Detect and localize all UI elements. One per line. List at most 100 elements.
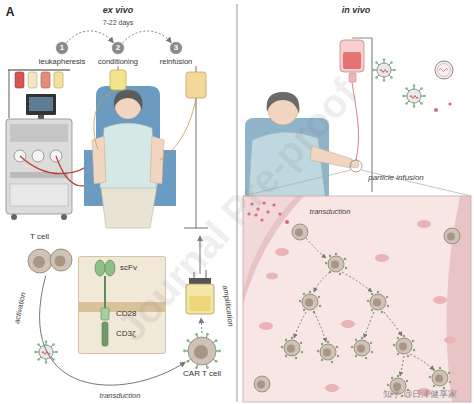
- apheresis-machine-part: [8, 70, 9, 118]
- car-receptor-head: [183, 350, 186, 353]
- infusion-bag-part: [371, 38, 372, 192]
- tissue-inset-part: [393, 335, 415, 357]
- apheresis-machine-part: [26, 94, 56, 115]
- tissue-inset-part: [294, 238, 434, 376]
- reinfusion-stand: [160, 66, 208, 228]
- conditioning-bag-part: [94, 90, 118, 150]
- apheresis-machine-part: [6, 119, 72, 214]
- apheresis-machine: [6, 70, 72, 220]
- car-receptor-head: [215, 339, 218, 342]
- cd3z-domain: [102, 322, 108, 346]
- step-circle-text: 2: [111, 41, 125, 55]
- step-circle: 3reinfusion: [169, 41, 183, 55]
- conditioning-bag: [94, 66, 126, 150]
- step-disc: [170, 42, 183, 55]
- edge-label: transduction: [100, 392, 141, 400]
- tissue-inset-part: [447, 196, 471, 402]
- tissue-inset-part: [254, 376, 270, 392]
- nanoparticles: [372, 58, 453, 112]
- patient-ex-vivo-part: [114, 90, 143, 110]
- step-label: transduction: [310, 208, 351, 216]
- apheresis-machine-part: [29, 97, 53, 111]
- tissue-inset-part: [299, 291, 321, 313]
- step-label: activation: [13, 292, 27, 325]
- tissue-inset-part: [259, 322, 273, 330]
- flow-arrow: [123, 31, 172, 43]
- t-cell-outline: [26, 244, 74, 276]
- apheresis-machine-part: [61, 214, 67, 220]
- car-construct-inset-text: scFv: [120, 264, 137, 272]
- tissue-inset-part: [317, 341, 339, 363]
- step-circle-text: reinfusion: [160, 58, 193, 66]
- car-t-cell-outline: [180, 334, 224, 368]
- tissue-inset-part: [433, 296, 447, 304]
- tissue-inset-part: [278, 212, 281, 215]
- apheresis-machine-part: [10, 124, 68, 142]
- conditioning-bag-part: [118, 66, 119, 70]
- tissue-inset-part-part: [400, 356, 404, 376]
- tissue-inset-part: [292, 224, 308, 240]
- step-circle-text: leukapheresis: [39, 58, 85, 66]
- cell-body: [28, 249, 52, 273]
- apheresis-machine-part: [10, 172, 68, 178]
- nanoparticles-part: [402, 84, 426, 108]
- watermark: 知乎 @日泽健享家: [383, 390, 458, 399]
- step-circle: 1leukapheresis: [55, 41, 69, 55]
- panel-letter: A: [6, 6, 15, 18]
- patient-in-vivo-part: [267, 92, 300, 114]
- patient-ex-vivo-part: [84, 86, 176, 206]
- step-circle: 2conditioning: [111, 41, 125, 55]
- car-receptor-head: [206, 366, 209, 369]
- step-circle-text: 3: [169, 41, 183, 55]
- nanoparticles-part: [434, 108, 438, 112]
- car-t-cell: CAR T cell: [180, 334, 224, 368]
- car-receptor-head: [218, 350, 221, 353]
- infusion-bag-part: [340, 40, 364, 72]
- infusion-bag-part: [352, 38, 372, 39]
- tissue-inset-part: [272, 203, 275, 206]
- tissue-inset-part-part: [314, 312, 326, 342]
- tissue-inset-part: [281, 337, 303, 359]
- tissue-inset-part: [375, 254, 389, 262]
- tissue-inset-part-part: [410, 354, 434, 370]
- tissue-inset-part: [285, 220, 289, 224]
- apheresis-machine-part: [32, 150, 44, 162]
- tissue-inset-part-part: [342, 272, 372, 292]
- viral-vector: [34, 340, 58, 364]
- cd28-domain: [101, 308, 109, 320]
- apheresis-machine-part: [28, 72, 37, 88]
- reinfusion-stand-part: [160, 98, 196, 160]
- tissue-inset-part: [444, 337, 456, 344]
- car-receptor-head: [206, 333, 209, 336]
- step-disc: [56, 42, 69, 55]
- patient-ex-vivo-part: [92, 136, 106, 184]
- tissue-inset-part-part: [364, 312, 374, 338]
- cell-nucleus: [33, 256, 45, 268]
- cell-body: [188, 337, 216, 365]
- tissue-inset-part: [417, 220, 431, 228]
- duration-label: 7-22 days: [103, 19, 134, 26]
- scfv-domain: [105, 260, 115, 276]
- tissue-inset-part-part: [306, 238, 326, 258]
- t-cell: T cell: [26, 244, 74, 276]
- tissue-inset-part: [266, 273, 278, 280]
- tissue-inset-part: [367, 291, 389, 313]
- apheresis-machine-part: [8, 69, 70, 71]
- car-receptor-head: [195, 366, 198, 369]
- viral-vector-part: [34, 340, 58, 364]
- tissue-inset-part: [444, 228, 460, 244]
- tissue-inset-part: [266, 210, 269, 213]
- nanoparticles-part: [448, 102, 451, 105]
- nanoparticles-part: [435, 61, 453, 79]
- apheresis-machine-part: [15, 72, 24, 88]
- step-circle-text: conditioning: [98, 58, 138, 66]
- cell-nucleus: [194, 345, 208, 359]
- apheresis-machine-part: [11, 214, 17, 220]
- tissue-inset-part-part: [294, 312, 306, 338]
- nanoparticles-part: [439, 69, 448, 72]
- zoom-lines-part: [350, 160, 362, 172]
- tissue-inset-part: [351, 337, 373, 359]
- car-receptor-head: [215, 360, 218, 363]
- nanoparticles-part: [438, 64, 451, 77]
- tissue-inset-part: [260, 218, 263, 221]
